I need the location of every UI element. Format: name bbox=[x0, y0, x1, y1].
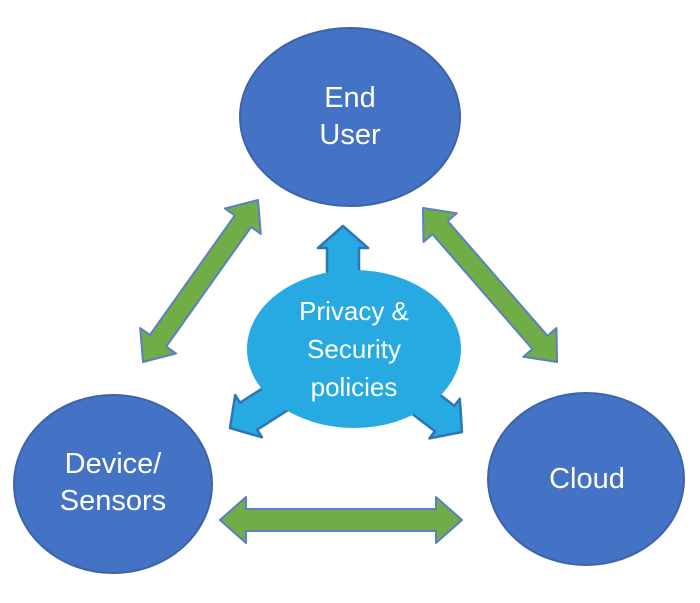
node-device-sensors-circle bbox=[13, 394, 213, 574]
node-cloud-circle bbox=[487, 392, 685, 566]
link-device-cloud-arrow bbox=[219, 496, 463, 544]
link-enduser-cloud-arrow bbox=[422, 207, 558, 363]
hub-ellipse bbox=[247, 270, 461, 428]
node-end-user-circle bbox=[239, 27, 461, 207]
link-enduser-device-arrow bbox=[139, 199, 262, 363]
